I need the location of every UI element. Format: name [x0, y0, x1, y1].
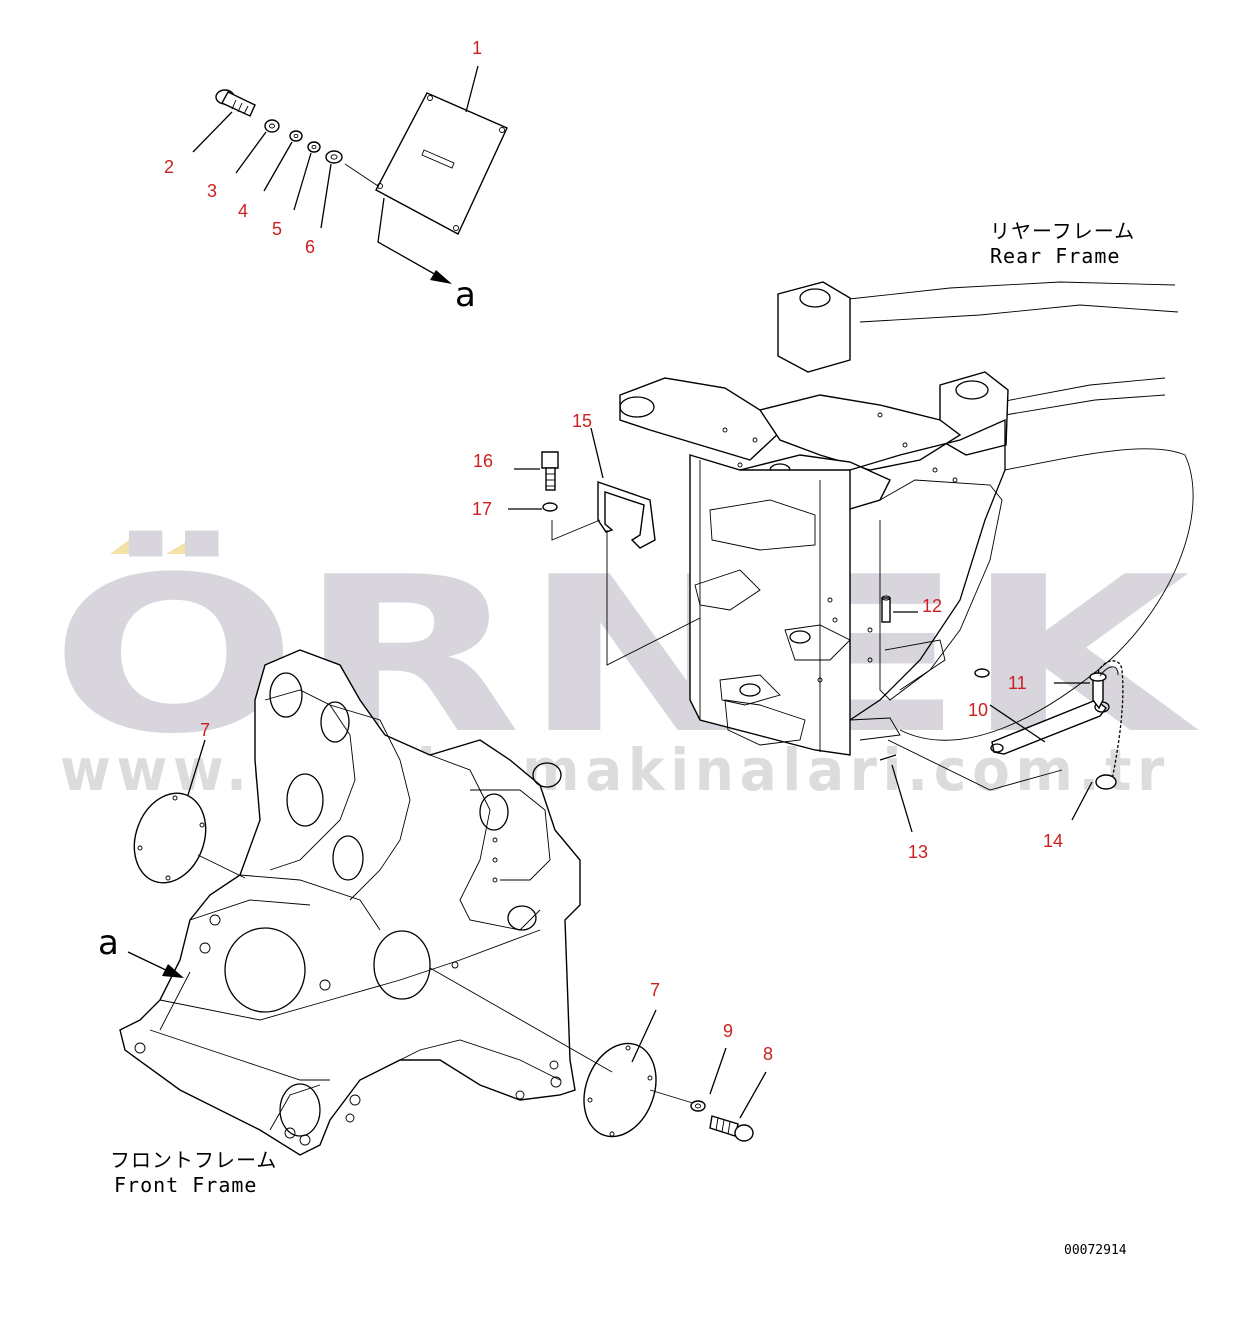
view-a-arrow: a — [98, 923, 184, 978]
front-frame-label-en: Front Frame — [114, 1173, 257, 1197]
washer-icon — [690, 1100, 706, 1112]
callout-6: 6 — [305, 237, 315, 257]
side-cover-right — [429, 967, 767, 1142]
callout-17: 17 — [472, 499, 492, 519]
callout-14: 14 — [1043, 831, 1063, 851]
washer-icon — [264, 119, 280, 133]
view-a-bottom: a — [98, 923, 119, 963]
watermark-accent-right — [166, 530, 212, 554]
rear-frame-label-en: Rear Frame — [990, 244, 1120, 268]
callout-3: 3 — [207, 181, 217, 201]
callouts: 1 2 3 4 5 6 7 7 8 9 10 11 12 13 14 15 16… — [164, 38, 1063, 1064]
lock-bar-group — [879, 595, 1124, 833]
rear-frame-label-jp: リヤーフレーム — [990, 219, 1135, 243]
washer-icon — [289, 130, 303, 142]
callout-1: 1 — [472, 38, 482, 58]
front-frame-label-jp: フロントフレーム — [110, 1148, 277, 1172]
callout-5: 5 — [272, 219, 282, 239]
callout-15: 15 — [572, 411, 592, 431]
front-frame — [119, 649, 581, 1156]
callout-2: 2 — [164, 157, 174, 177]
callout-4: 4 — [238, 201, 248, 221]
callout-7-left: 7 — [200, 720, 210, 740]
callout-13: 13 — [908, 842, 928, 862]
arrow-to-a-icon — [430, 270, 452, 284]
bolt-icon — [709, 1115, 754, 1142]
watermark: ÖRNEK www.ornekismakinalari.com.tr — [50, 530, 1200, 804]
callout-11: 11 — [1008, 673, 1027, 693]
bolt-icon — [541, 451, 559, 491]
watermark-accent-left — [110, 530, 152, 554]
view-a-top: a — [455, 275, 476, 315]
washer-icon — [325, 150, 343, 164]
bracket-group — [508, 427, 701, 666]
nut-icon — [307, 141, 321, 153]
side-cover-left — [133, 739, 246, 884]
callout-12: 12 — [922, 596, 942, 616]
callout-9: 9 — [723, 1021, 733, 1041]
arrow-icon — [162, 964, 184, 978]
callout-16: 16 — [473, 451, 493, 471]
callout-10: 10 — [968, 700, 988, 720]
rear-frame — [619, 281, 1194, 756]
cover-plate-group: a — [192, 65, 508, 315]
washer-icon — [542, 502, 558, 512]
watermark-url: www.ornekismakinalari.com.tr — [60, 736, 1170, 804]
callout-7-right: 7 — [650, 980, 660, 1000]
document-code: 00072914 — [1064, 1243, 1127, 1258]
callout-8: 8 — [763, 1044, 773, 1064]
bolt-icon — [215, 89, 256, 117]
bracket — [597, 481, 656, 549]
